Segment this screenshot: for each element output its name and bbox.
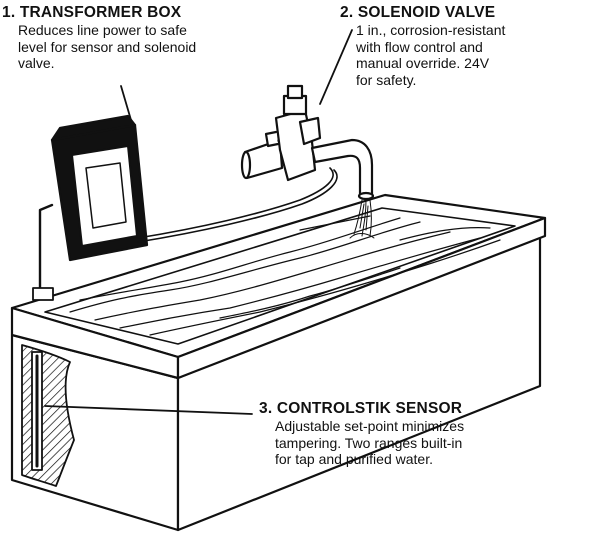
callout-title: 3. CONTROLSTIK SENSOR (259, 400, 463, 417)
callout-title: 2. SOLENOID VALVE (340, 4, 496, 21)
callout-line: Adjustable set-point minimizes (275, 418, 465, 435)
solenoid-valve (240, 84, 375, 201)
callout-line: Reduces line power to safe (18, 22, 187, 39)
water-stream (349, 199, 375, 239)
leader-lines (44, 29, 353, 415)
callout-controlstik-sensor: 3. CONTROLSTIK SENSOR Adjustable set-poi… (259, 400, 464, 468)
callout-line: with flow control and (356, 38, 483, 55)
callout-solenoid-valve: 2. SOLENOID VALVE 1 in., corrosion-resis… (340, 4, 505, 88)
callout-transformer-box: 1. TRANSFORMER BOX Reduces line power to… (2, 4, 196, 72)
callout-line: manual override. 24V (356, 55, 490, 72)
sensor-cutaway (21, 344, 75, 487)
callout-line: level for sensor and solenoid (18, 38, 197, 55)
callout-line: 1 in., corrosion-resistant (356, 22, 506, 39)
callout-line: valve. (18, 55, 55, 72)
callout-line: for tap and purified water. (275, 451, 433, 468)
water-surface (69, 215, 501, 336)
callout-line: for safety. (356, 71, 417, 88)
callout-line: tampering. Two ranges built-in (275, 434, 463, 451)
callout-title: 1. TRANSFORMER BOX (2, 4, 182, 21)
transformer-box (32, 114, 338, 301)
